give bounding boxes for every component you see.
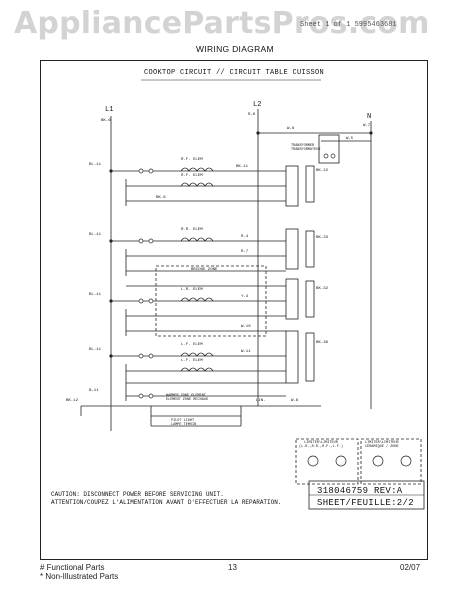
wire-label: R-7	[241, 250, 249, 254]
footer-date: 02/07	[400, 563, 421, 572]
legend-right-title: LIMITER\LIMITEUR CERAMIQUE / ZONE	[365, 441, 399, 449]
wire-label: BK-11	[236, 165, 249, 169]
wire-label: BL-11	[89, 293, 102, 297]
watermark: AppliancePartsPros.com	[14, 6, 430, 41]
part-number: 318046759 REV:A	[317, 486, 403, 496]
footer-non-illustrated: * Non-Illustrated Parts	[40, 572, 119, 581]
line-l1-label: L1	[105, 106, 114, 114]
component-label: R.F. ELEM	[181, 174, 203, 178]
page-number: 13	[228, 563, 237, 572]
component-label: L.F. ELEM	[181, 359, 203, 363]
wire-label: BK-12	[66, 399, 79, 403]
wire-label: BK-6	[101, 119, 111, 123]
wire-label: BK-32	[316, 287, 329, 291]
caution-line: ATTENTION/COUPEZ L'ALIMENTATION AVANT D'…	[51, 499, 282, 506]
legend-left-title: LIMITER\LIMITEUR (L.R.,R.R.,R.F.,L.F.)	[299, 441, 344, 449]
caution-line: CAUTION: DISCONNECT POWER BEFORE SERVICI…	[51, 491, 224, 498]
component-label: L.F. ELEM	[181, 343, 203, 347]
component-label: L.R. ELEM	[181, 288, 203, 292]
component-label: BRIDGE ZONE	[191, 268, 218, 272]
wire-label: BL-11	[89, 163, 102, 167]
wire-label: BL-11	[89, 233, 102, 237]
wire-label: BL-11	[89, 348, 102, 352]
page-title: WIRING DIAGRAM	[196, 44, 274, 54]
wire-label: W-11	[241, 350, 251, 354]
sheet-reference: Sheet 1 of 1 5995463681	[300, 21, 397, 29]
footer-functional: # Functional Parts	[40, 563, 105, 572]
wire-label: W-10	[241, 325, 251, 329]
wire-label: BK-6	[156, 196, 166, 200]
wire-label: W-7	[363, 124, 371, 128]
wire-label: Y-4	[241, 295, 249, 299]
component-label: WARMER ZONE ELEMENT ELEMENT ZONE RECHAUD	[166, 394, 209, 402]
wiring-diagram-sheet: COOKTOP CIRCUIT // CIRCUIT TABLE CUISSON	[40, 60, 428, 560]
wire-label: BK-36	[316, 341, 329, 345]
wire-label: R-4	[241, 235, 249, 239]
component-label: R.F. ELEM	[181, 158, 203, 162]
caution-note: CAUTION: DISCONNECT POWER BEFORE SERVICI…	[51, 491, 281, 507]
component-label: PILOT LIGHT LAMPE TEMOIN	[171, 419, 197, 427]
line-n-label: N	[367, 113, 372, 121]
part-number-block: 318046759 REV:A SHEET/FEUILLE:2/2	[317, 485, 414, 509]
wire-label: B-11	[89, 389, 99, 393]
transformer-label: TRANSFORMER TRANSFORMATEUR	[291, 144, 321, 152]
component-label: LIN.	[256, 399, 266, 403]
wire-label: BK-33	[316, 236, 329, 240]
component-label: R.R. ELEM	[181, 228, 203, 232]
wire-label: W-8	[291, 399, 299, 403]
sheet-number: SHEET/FEUILLE:2/2	[317, 498, 414, 508]
wire-label: W-5	[346, 137, 354, 141]
wiring-diagram	[80, 79, 425, 510]
line-l2-label: L2	[253, 101, 262, 109]
circuit-title: COOKTOP CIRCUIT // CIRCUIT TABLE CUISSON	[143, 69, 325, 77]
wire-label: W-6	[287, 127, 295, 131]
wire-label: BK-22	[316, 169, 329, 173]
wire-label: R-6	[248, 113, 256, 117]
